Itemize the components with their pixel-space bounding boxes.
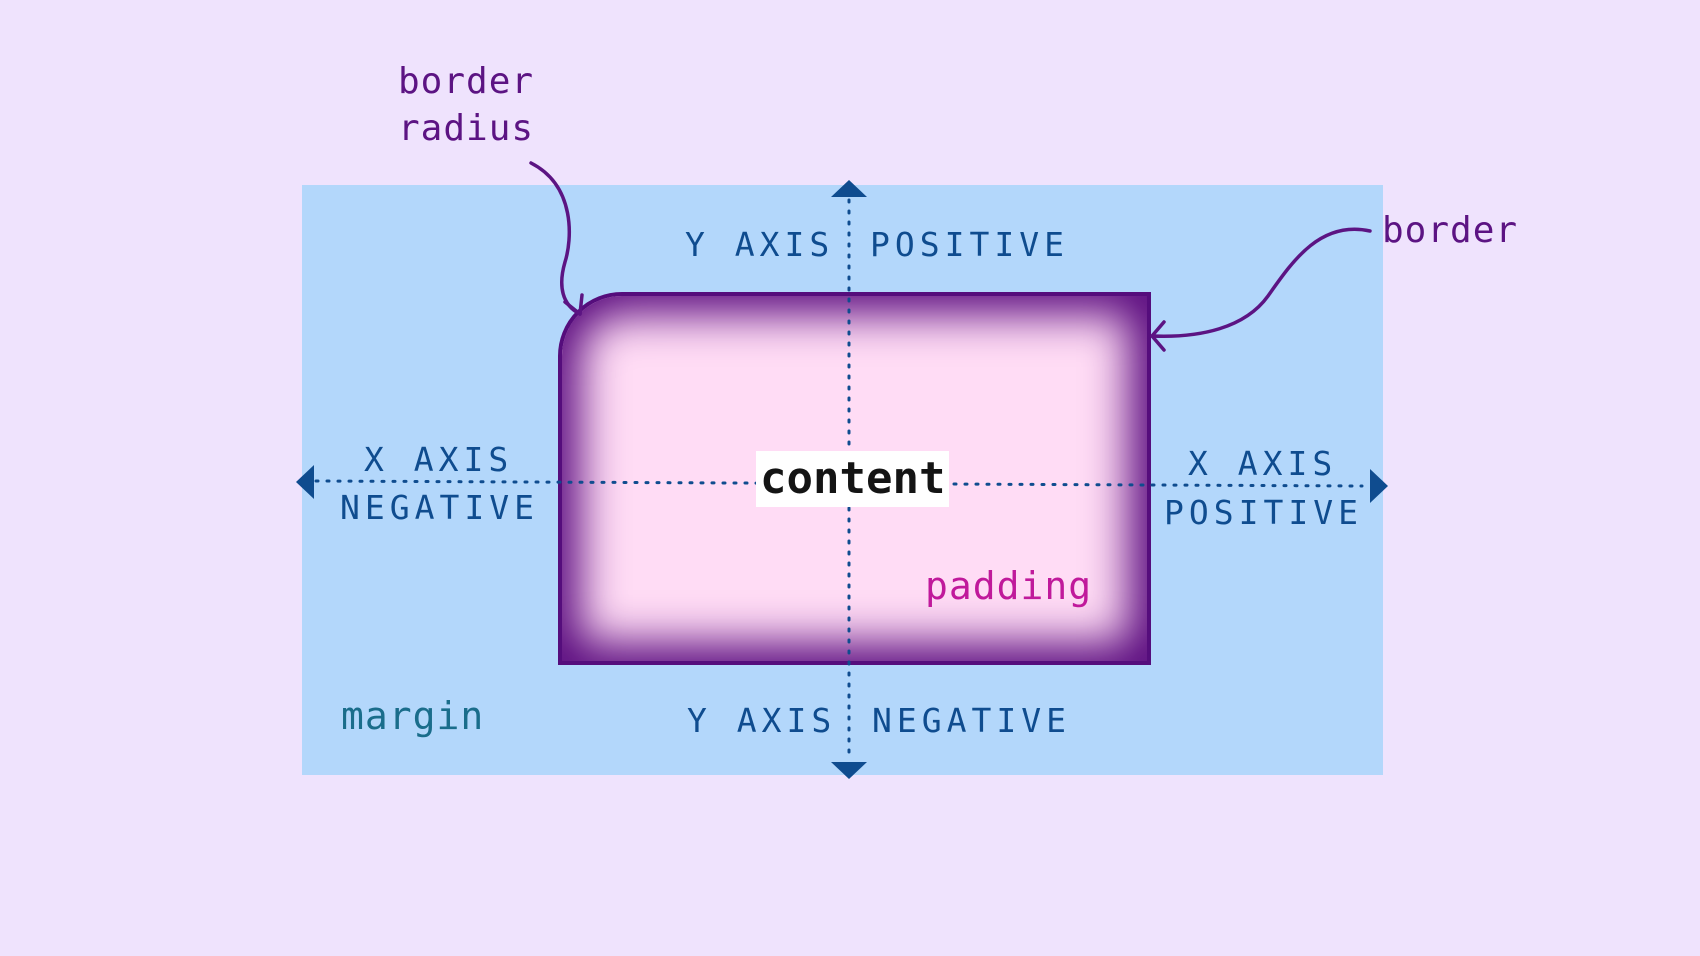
margin-label: margin — [341, 694, 485, 738]
x-axis-left-arrowhead — [296, 465, 314, 499]
x-axis-negative-label-line1: X AXIS — [364, 440, 514, 479]
border-label: border — [1382, 210, 1519, 251]
x-axis-positive-label-line2: POSITIVE — [1164, 493, 1363, 532]
border-pointer-arrow — [1150, 227, 1372, 338]
x-axis-right-arrowhead — [1370, 469, 1388, 503]
y-axis-positive-label-right: POSITIVE — [870, 225, 1069, 264]
y-axis-negative-label-left: Y AXIS — [687, 701, 837, 740]
y-axis-positive-label-left: Y AXIS — [685, 225, 835, 264]
x-axis-negative-label-line2: NEGATIVE — [340, 488, 539, 527]
y-axis-up-arrowhead — [831, 180, 867, 197]
padding-label: padding — [925, 564, 1093, 608]
border-radius-arrowhead — [563, 293, 584, 316]
x-axis-line — [314, 479, 1364, 488]
border-radius-label-line1: border — [398, 61, 535, 102]
content-label: content — [756, 451, 950, 507]
border-radius-label-line2: radius — [398, 108, 535, 149]
border-arrowhead — [1150, 320, 1166, 352]
y-axis-down-arrowhead — [831, 762, 867, 779]
y-axis-negative-label-right: NEGATIVE — [872, 701, 1071, 740]
x-axis-positive-label-line1: X AXIS — [1188, 444, 1338, 483]
border-radius-pointer-arrow — [529, 161, 582, 316]
